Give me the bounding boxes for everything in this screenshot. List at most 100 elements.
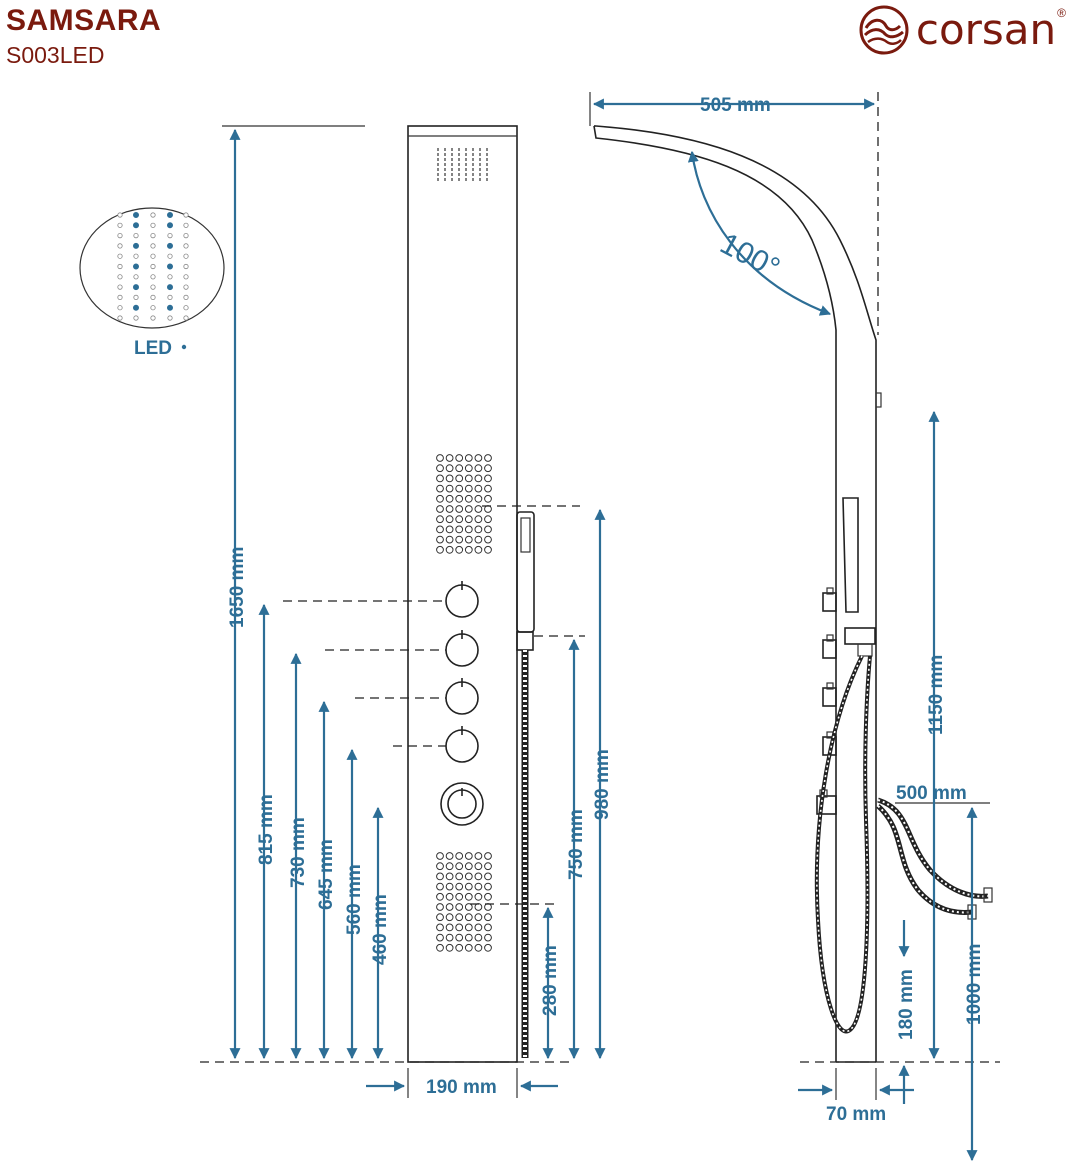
jet-nozzle	[445, 882, 454, 891]
jet-nozzle	[455, 882, 464, 891]
led-dot	[117, 243, 123, 249]
dim-total-height: 1650 mm	[227, 547, 248, 628]
jet-nozzle	[484, 535, 492, 544]
dim-815: 815 mm	[256, 794, 277, 865]
jet-nozzle	[445, 484, 454, 493]
jet-nozzle	[484, 923, 492, 932]
side-knob	[822, 682, 837, 707]
dim-460: 460 mm	[370, 894, 391, 965]
control-knob	[445, 581, 479, 618]
led-dot	[166, 222, 173, 229]
hand-shower	[516, 511, 535, 1058]
jet-nozzle	[455, 454, 464, 462]
led-detail: LED	[79, 207, 225, 359]
front-dimensions: 1650 mm 815 mm 730 mm 645 mm 560 mm 460 …	[227, 128, 613, 1098]
dim-750: 750 mm	[566, 809, 587, 880]
side-knob	[822, 587, 837, 612]
jet-nozzle	[436, 933, 444, 942]
jet-nozzle	[455, 913, 464, 922]
led-dot-icon	[181, 344, 187, 350]
jet-nozzle	[445, 525, 454, 534]
jet-nozzle	[436, 913, 444, 922]
jet-nozzle	[436, 892, 444, 901]
jet-nozzle	[474, 484, 483, 493]
led-dot	[150, 315, 156, 321]
jet-nozzle	[445, 862, 454, 871]
jet-nozzle	[455, 903, 464, 911]
jet-nozzle	[445, 535, 454, 544]
led-dot	[132, 284, 139, 291]
led-dot	[150, 305, 156, 311]
jet-nozzle	[436, 943, 444, 952]
led-label: LED	[134, 338, 172, 359]
jet-nozzle	[445, 933, 454, 942]
jet-nozzle	[484, 454, 492, 462]
jet-nozzle	[455, 923, 464, 932]
jet-nozzle	[455, 943, 464, 952]
led-dot	[117, 305, 123, 311]
jet-nozzle	[436, 872, 444, 881]
led-dot	[183, 315, 189, 321]
jet-nozzle	[436, 454, 444, 462]
side-dimensions: 505 mm 100° 1150 mm 500 mm 1000 mm 180 m…	[592, 95, 985, 1162]
product-series-title: SAMSARA	[6, 4, 162, 37]
jet-nozzle	[445, 454, 454, 462]
led-dot	[132, 242, 139, 249]
jet-nozzle	[455, 494, 464, 503]
led-dot	[133, 294, 139, 300]
jet-nozzle	[455, 535, 464, 544]
led-dot	[166, 304, 173, 311]
led-dot	[183, 294, 189, 300]
jet-nozzle	[484, 464, 492, 473]
jet-nozzle	[445, 872, 454, 881]
side-view-panel	[593, 125, 993, 1063]
jet-nozzle	[464, 923, 473, 932]
dim-overhang: 505 mm	[700, 95, 771, 116]
jet-nozzle	[445, 505, 454, 513]
led-dot	[166, 242, 173, 249]
dim-280: 280 mm	[540, 945, 561, 1016]
led-dot	[117, 263, 123, 270]
jet-nozzle	[455, 933, 464, 942]
jet-nozzle	[484, 494, 492, 503]
led-dot	[150, 294, 156, 300]
jet-nozzle	[484, 933, 492, 942]
led-dot	[150, 233, 156, 239]
jet-nozzle	[464, 872, 473, 881]
jet-nozzle	[464, 505, 473, 513]
jet-nozzle	[436, 505, 444, 513]
jet-nozzle	[484, 872, 492, 881]
jet-nozzle	[464, 535, 473, 544]
led-dot	[132, 211, 139, 218]
led-dot	[117, 284, 123, 290]
dim-730: 730 mm	[288, 817, 309, 888]
led-dot	[132, 222, 139, 229]
jet-nozzle	[436, 525, 444, 534]
led-dot	[117, 222, 123, 228]
jet-nozzle	[474, 474, 483, 483]
led-dot	[133, 233, 139, 239]
dim-560: 560 mm	[344, 864, 365, 935]
jet-nozzle	[455, 862, 464, 871]
front-leaders	[200, 125, 585, 1063]
jet-nozzle	[474, 923, 483, 932]
jet-nozzle	[474, 464, 483, 473]
jet-nozzle	[436, 464, 444, 473]
dim-500: 500 mm	[896, 783, 967, 804]
control-knob	[445, 726, 479, 763]
led-dot	[183, 233, 189, 239]
jet-nozzle	[455, 892, 464, 901]
jet-nozzle	[436, 474, 444, 483]
led-dot	[183, 253, 189, 259]
jet-nozzle	[436, 923, 444, 932]
led-dot	[150, 222, 156, 228]
jet-nozzle	[445, 494, 454, 503]
jet-nozzle	[445, 903, 454, 911]
led-dot	[117, 294, 123, 300]
jet-nozzle	[455, 525, 464, 534]
jet-nozzle	[484, 913, 492, 922]
jet-nozzle	[464, 515, 473, 524]
jet-nozzle	[474, 852, 483, 860]
jet-nozzle	[464, 913, 473, 922]
jet-nozzle	[484, 484, 492, 493]
